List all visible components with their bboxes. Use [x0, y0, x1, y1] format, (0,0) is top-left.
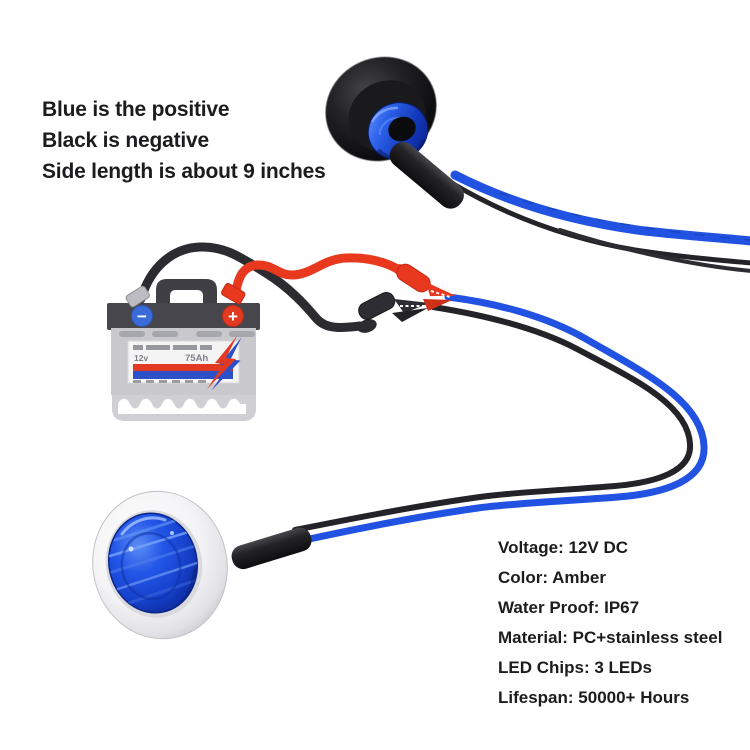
black-clip-boot	[357, 319, 377, 333]
battery-illustration: 12v 75Ah − +	[107, 279, 260, 421]
red-clip-jaw-upper	[426, 282, 456, 296]
grommet-wires	[447, 170, 750, 273]
negative-symbol: −	[137, 307, 147, 326]
spec-line: Voltage: 12V DC	[498, 538, 629, 557]
black-wire	[292, 304, 694, 533]
black-clip-jaw-lower	[392, 308, 428, 322]
battery-label: 12v 75Ah	[127, 336, 242, 391]
wire-loop	[292, 293, 708, 545]
spec-line: LED Chips: 3 LEDs	[498, 658, 652, 677]
battery-handle	[156, 279, 217, 312]
battery-voltage-label: 12v	[134, 353, 148, 363]
negative-cable	[136, 242, 365, 333]
red-clip-jaw-lower	[423, 299, 452, 311]
red-clip-teeth	[430, 290, 451, 298]
annotation-line: Side length is about 9 inches	[42, 160, 326, 183]
spec-list: Voltage: 12V DC Color: Amber Water Proof…	[498, 533, 722, 713]
red-clip-handle	[396, 263, 431, 293]
spec-line: Color: Amber	[498, 568, 606, 587]
spec-line: Material: PC+stainless steel	[498, 628, 723, 647]
battery-base-wave	[118, 398, 246, 414]
rubber-sleeve-bottom	[231, 527, 312, 570]
negative-clamp	[125, 285, 150, 308]
red-alligator-clip	[393, 263, 456, 311]
rubber-sleeve-top	[389, 141, 464, 209]
blue-wire-print	[499, 192, 750, 241]
annotation-text: Blue is the positive Black is negative S…	[42, 94, 326, 187]
led-light-front	[92, 490, 312, 640]
positive-clamp	[221, 283, 246, 305]
black-clip-handle	[358, 291, 396, 320]
lightning-bolt-icon	[207, 336, 242, 391]
positive-cable	[231, 253, 404, 296]
spec-line: Water Proof: IP67	[498, 598, 640, 617]
positive-symbol: +	[228, 307, 238, 326]
black-wire-2	[558, 228, 750, 273]
grommet-hole	[388, 116, 416, 142]
black-alligator-clip	[357, 291, 430, 333]
annotation-line: Blue is the positive	[42, 98, 230, 121]
spec-line: Lifespan: 50000+ Hours	[498, 688, 690, 707]
blue-wire	[450, 170, 750, 246]
blue-wire	[296, 293, 708, 545]
negative-terminal: −	[131, 305, 153, 327]
battery-capacity-label: 75Ah	[185, 353, 208, 364]
annotation-line: Black is negative	[42, 129, 210, 152]
positive-terminal: +	[222, 305, 244, 327]
battery-vents	[119, 331, 255, 337]
grommet-led-back	[325, 56, 437, 162]
